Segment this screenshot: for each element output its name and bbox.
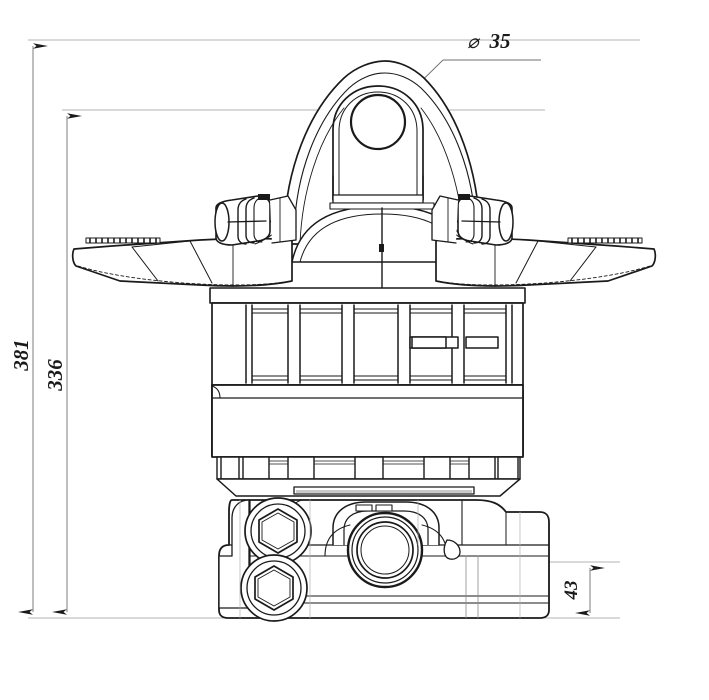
- hex-socket-screw-lower: [240, 554, 308, 622]
- cylinder-tee-slot: [409, 336, 499, 349]
- dimension-336: 336: [43, 113, 82, 615]
- dimension-381-label: 381: [9, 339, 33, 372]
- arm-right-knurl: [567, 237, 643, 244]
- arm-left-knurl: [85, 237, 161, 244]
- lower-bolt-heads: [220, 456, 519, 480]
- dimension-336-label: 336: [43, 359, 67, 392]
- hex-socket-screw-upper: [244, 497, 312, 565]
- hydraulic-port-left: [214, 194, 297, 246]
- diameter-symbol-icon: ⌀: [467, 32, 480, 53]
- lifting-eye-bracket: [283, 60, 481, 245]
- lower-bolt-ring: [216, 456, 521, 480]
- rotator-arm-left: [71, 209, 293, 287]
- lower-flange-block: [211, 384, 524, 458]
- hydraulic-port-right: [431, 194, 514, 246]
- eye-bore-circle: [349, 93, 407, 151]
- transition-skirt: [216, 478, 521, 497]
- dimension-381: 381: [9, 43, 48, 615]
- rotator-cylinder-body: [211, 302, 524, 386]
- center-bearing-port: [324, 501, 461, 589]
- dimension-43-label: 43: [561, 581, 582, 601]
- rotator-assembly: [71, 60, 657, 622]
- diameter-35-label: 35: [489, 29, 511, 53]
- dimension-43: 43: [561, 565, 605, 616]
- construction-lines: [239, 499, 521, 619]
